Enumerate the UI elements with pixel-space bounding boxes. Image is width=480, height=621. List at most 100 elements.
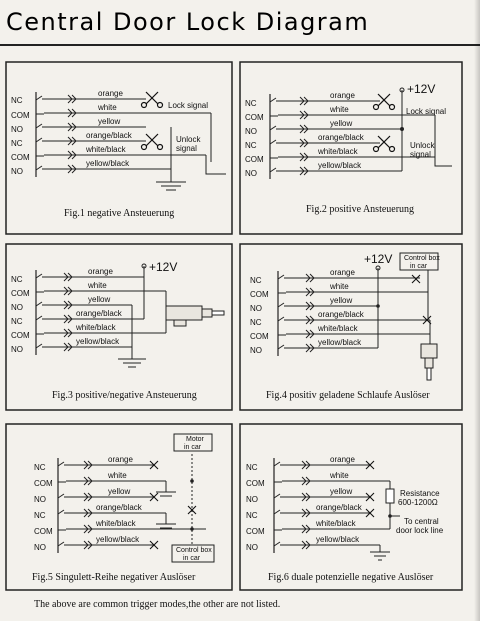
wire-label: orange/black bbox=[318, 310, 365, 319]
voltage-label: +12V bbox=[407, 82, 435, 96]
control-box-label: Control box bbox=[404, 255, 440, 262]
wire-label: white/black bbox=[317, 147, 359, 156]
motor-box-label: in car bbox=[184, 444, 202, 451]
pin-label: NO bbox=[34, 543, 46, 552]
wire-label: orange bbox=[108, 455, 133, 464]
page-edge-shadow bbox=[474, 0, 480, 621]
scissors-icon bbox=[140, 133, 164, 151]
diagram-fig4: NC COM NO NC COM NO Cont bbox=[239, 243, 463, 411]
door-lock-line-label: door lock line bbox=[396, 526, 444, 535]
power-terminal bbox=[375, 265, 381, 271]
pin-label: NO bbox=[246, 495, 258, 504]
pin-label: NO bbox=[250, 304, 262, 313]
diagram-fig6: NC COM NO NC COM NO Resista bbox=[239, 423, 463, 591]
resistance-value: 600-1200Ω bbox=[398, 498, 438, 507]
wire-label: yellow/black bbox=[86, 159, 130, 168]
pin-label: NO bbox=[11, 345, 23, 354]
scissors-icon bbox=[372, 93, 396, 111]
pin-label: NC bbox=[250, 276, 262, 285]
lock-signal-label: Lock signal bbox=[168, 101, 208, 110]
wire-label: white/black bbox=[315, 519, 357, 528]
pin-label: NO bbox=[246, 543, 258, 552]
page-title: Central Door Lock Diagram bbox=[6, 8, 370, 36]
wire-label: yellow bbox=[330, 296, 352, 305]
diagram-fig5: NC COM NO NC COM NO bbox=[5, 423, 233, 591]
cut-marker bbox=[149, 460, 197, 550]
wire-label: yellow bbox=[98, 117, 120, 126]
pin-label: COM bbox=[250, 332, 269, 341]
wire-label: white/black bbox=[317, 324, 359, 333]
pin-label: COM bbox=[246, 527, 265, 536]
pin-label: NO bbox=[11, 303, 23, 312]
footer-note: The above are common trigger modes,the o… bbox=[34, 599, 281, 610]
voltage-label: +12V bbox=[149, 260, 177, 274]
pin-label: NC bbox=[11, 96, 23, 105]
door-lock-line-label: To central bbox=[404, 517, 439, 526]
figure-caption: Fig.3 positive/negative Ansteuerung bbox=[52, 390, 197, 401]
wire-label: yellow/black bbox=[318, 338, 362, 347]
wire-label: orange bbox=[330, 268, 355, 277]
wire-label: yellow bbox=[330, 487, 352, 496]
diagram-fig1: NC COM NO NC COM NO orange white bbox=[5, 61, 233, 235]
power-terminal bbox=[399, 87, 405, 93]
wire-label: orange bbox=[330, 455, 355, 464]
cut-marker bbox=[365, 460, 375, 518]
scissors-icon bbox=[140, 91, 164, 109]
pin-label: NC bbox=[245, 141, 257, 150]
wire-label: orange/black bbox=[318, 133, 365, 142]
control-box bbox=[171, 544, 215, 563]
pin-label: COM bbox=[245, 155, 264, 164]
pin-label: COM bbox=[11, 111, 30, 120]
pin-label: NO bbox=[11, 125, 23, 134]
wire-label: white/black bbox=[75, 323, 117, 332]
wire-label: yellow bbox=[108, 487, 130, 496]
pin-label: NC bbox=[34, 511, 46, 520]
figure-caption: Fig.4 positiv geladene Schlaufe Auslöser bbox=[266, 390, 430, 401]
pin-label: NO bbox=[245, 169, 257, 178]
lock-signal-label: Lock signal bbox=[406, 107, 446, 116]
wire-label: white/black bbox=[85, 145, 127, 154]
wire-label: white bbox=[87, 281, 107, 290]
wire-label: white bbox=[97, 103, 117, 112]
wire-label: yellow/black bbox=[96, 535, 140, 544]
pin-label: COM bbox=[250, 290, 269, 299]
pin-label: COM bbox=[246, 479, 265, 488]
pin-label: NO bbox=[245, 127, 257, 136]
pin-label: NC bbox=[245, 99, 257, 108]
pin-label: NC bbox=[11, 317, 23, 326]
wire-label: orange bbox=[98, 89, 123, 98]
wire-label: orange bbox=[88, 267, 113, 276]
wire-label: orange bbox=[330, 91, 355, 100]
control-box bbox=[399, 252, 439, 271]
title-divider bbox=[0, 44, 480, 46]
figure-caption: Fig.6 duale potenzielle negative Auslöse… bbox=[268, 572, 434, 583]
pin-label: COM bbox=[11, 153, 30, 162]
control-box-label: in car bbox=[410, 263, 428, 270]
actuator-icon bbox=[420, 343, 438, 381]
unlock-signal-label: Unlock bbox=[410, 141, 435, 150]
pin-label: NC bbox=[11, 139, 23, 148]
actuator-icon bbox=[165, 305, 225, 327]
scissors-icon bbox=[372, 135, 396, 153]
pin-label: COM bbox=[245, 113, 264, 122]
wire-label: white bbox=[329, 282, 349, 291]
figure-caption: Fig.1 negative Ansteuerung bbox=[64, 208, 174, 219]
pin-label: NC bbox=[11, 275, 23, 284]
unlock-signal-label: signal bbox=[410, 150, 431, 159]
unlock-signal-label: signal bbox=[176, 144, 197, 153]
pin-label: COM bbox=[34, 527, 53, 536]
diagram-fig3: NC COM NO NC COM NO +12V bbox=[5, 243, 233, 411]
pin-label: NO bbox=[34, 495, 46, 504]
pin-label: NC bbox=[250, 318, 262, 327]
wire-label: orange/black bbox=[316, 503, 363, 512]
pin-label: NC bbox=[246, 511, 258, 520]
figure-caption: Fig.2 positive Ansteuerung bbox=[306, 204, 414, 215]
control-box-label: Control box bbox=[176, 547, 212, 554]
pin-label: COM bbox=[11, 331, 30, 340]
wire-label: yellow bbox=[88, 295, 110, 304]
wire-label: white bbox=[329, 105, 349, 114]
resistance-label: Resistance bbox=[400, 489, 440, 498]
wire-label: yellow/black bbox=[318, 161, 362, 170]
pin-label: COM bbox=[11, 289, 30, 298]
pin-label: NC bbox=[246, 463, 258, 472]
